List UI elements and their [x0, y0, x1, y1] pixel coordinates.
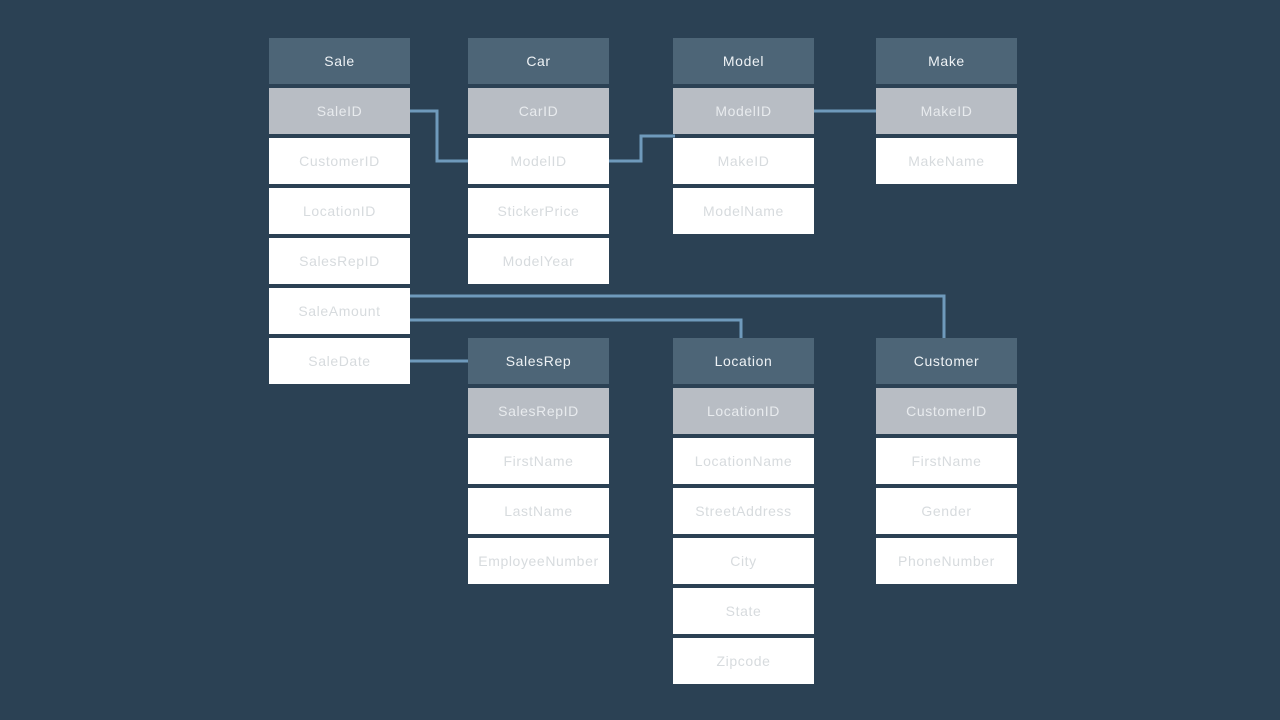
pk-row: MakeID: [876, 88, 1017, 134]
table-salesrep: SalesRep SalesRepID FirstName LastName E…: [468, 338, 609, 584]
field-row: MakeName: [876, 138, 1017, 184]
field-row: LocationID: [269, 188, 410, 234]
pk-row: CustomerID: [876, 388, 1017, 434]
field-row: City: [673, 538, 814, 584]
field-row: LocationName: [673, 438, 814, 484]
table-header: Sale: [269, 38, 410, 84]
field-row: ModelYear: [468, 238, 609, 284]
field-row: SaleDate: [269, 338, 410, 384]
table-car: Car CarID ModelID StickerPrice ModelYear: [468, 38, 609, 284]
field-row: ModelName: [673, 188, 814, 234]
field-row: EmployeeNumber: [468, 538, 609, 584]
pk-row: CarID: [468, 88, 609, 134]
field-row: PhoneNumber: [876, 538, 1017, 584]
field-row: StickerPrice: [468, 188, 609, 234]
connector-sale-saleid-car-modelid: [410, 109, 470, 163]
pk-row: SaleID: [269, 88, 410, 134]
field-row: StreetAddress: [673, 488, 814, 534]
table-model: Model ModelID MakeID ModelName: [673, 38, 814, 234]
table-location: Location LocationID LocationName StreetA…: [673, 338, 814, 684]
field-row: State: [673, 588, 814, 634]
table-header: Customer: [876, 338, 1017, 384]
connector-car-modelid-model-modelid: [607, 134, 675, 163]
table-header: SalesRep: [468, 338, 609, 384]
field-row: SalesRepID: [269, 238, 410, 284]
table-header: Car: [468, 38, 609, 84]
field-row: SaleAmount: [269, 288, 410, 334]
field-row: Gender: [876, 488, 1017, 534]
pk-row: ModelID: [673, 88, 814, 134]
pk-row: SalesRepID: [468, 388, 609, 434]
connector-sale-location: [410, 318, 743, 342]
field-row: LastName: [468, 488, 609, 534]
field-row: ModelID: [468, 138, 609, 184]
table-make: Make MakeID MakeName: [876, 38, 1017, 184]
table-header: Make: [876, 38, 1017, 84]
table-customer: Customer CustomerID FirstName Gender Pho…: [876, 338, 1017, 584]
connector-sale-customer: [410, 294, 946, 342]
table-header: Location: [673, 338, 814, 384]
field-row: CustomerID: [269, 138, 410, 184]
pk-row: LocationID: [673, 388, 814, 434]
field-row: FirstName: [468, 438, 609, 484]
field-row: Zipcode: [673, 638, 814, 684]
table-sale: Sale SaleID CustomerID LocationID SalesR…: [269, 38, 410, 384]
field-row: MakeID: [673, 138, 814, 184]
table-header: Model: [673, 38, 814, 84]
field-row: FirstName: [876, 438, 1017, 484]
